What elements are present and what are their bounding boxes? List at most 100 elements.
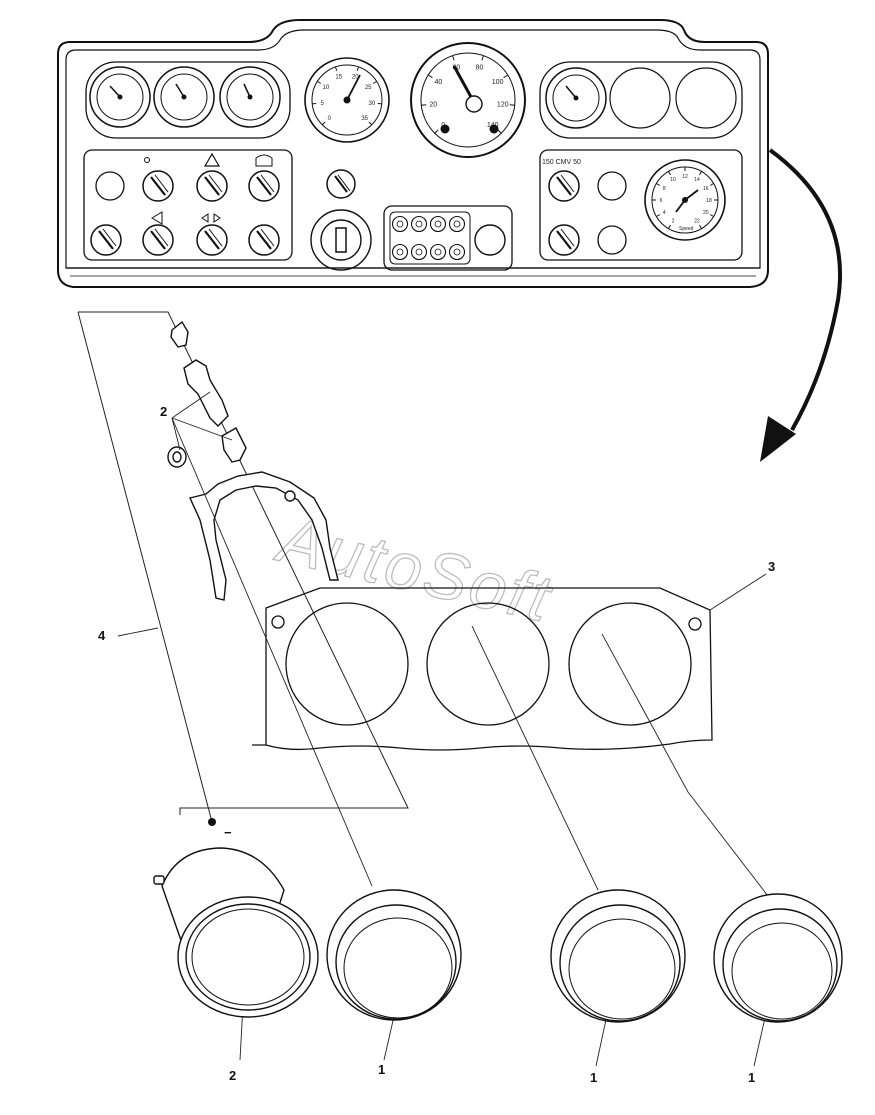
dial-tick <box>709 214 714 217</box>
dial-tick <box>503 74 509 79</box>
blank-switch-slot <box>95 171 125 201</box>
tachometer-face <box>311 64 383 136</box>
dial-tick-label: 80 <box>476 64 484 71</box>
dial-tick-label: 40 <box>434 79 442 86</box>
rocker-switch-fog <box>90 224 122 256</box>
small-gauges-cluster-right <box>539 61 743 139</box>
warning-lamp-symbol-icon <box>453 248 461 256</box>
rocker-switch-beacon <box>248 170 280 202</box>
warning-lamp-symbol-icon <box>434 220 442 228</box>
bulb-socket <box>183 359 229 427</box>
warning-lamp-symbol-icon <box>415 220 423 228</box>
dial-tick-label: 5 <box>320 101 324 107</box>
speedometer-face <box>420 52 516 148</box>
dial-tick <box>334 66 338 71</box>
callout-2-top: 2 <box>160 404 167 419</box>
gauge-volts <box>89 66 151 128</box>
dial-tick-label: 10 <box>670 177 676 183</box>
dial-tick <box>509 104 515 106</box>
tachometer-bezel <box>304 57 390 143</box>
centre-controls <box>310 169 513 271</box>
plate-mount-hole-left <box>271 615 285 629</box>
gauge-fuel <box>545 67 607 129</box>
ground-mark: − <box>224 825 232 840</box>
dial-tick-label: 16 <box>703 186 709 192</box>
dial-tick-label: 2 <box>672 219 675 225</box>
engine-speed-label: Speed <box>679 226 694 232</box>
instrument-panel <box>57 19 769 288</box>
harness-lead-to-terminal <box>77 311 213 823</box>
speedometer-warning-lamp-left <box>440 124 450 134</box>
speedometer-warning-lamp-right <box>489 124 499 134</box>
dial-tick-label: 4 <box>663 210 666 216</box>
dial-tick-label: 35 <box>361 116 368 122</box>
warning-lamp <box>448 243 466 261</box>
warning-lamp-symbol-icon <box>415 248 423 256</box>
warning-lamp-symbol-icon <box>396 248 404 256</box>
right-gauges-housing <box>539 61 743 139</box>
plate-gauge-cutout-1 <box>285 602 409 726</box>
dial-tick-label: 120 <box>497 101 509 108</box>
plate-mount-hole-right <box>688 617 702 631</box>
warning-lamp-symbol-icon <box>396 220 404 228</box>
bulb <box>221 427 247 463</box>
rocker-switch-indicators <box>196 224 228 256</box>
callout-1-b: 1 <box>590 1070 597 1085</box>
dial-tick-label: 20 <box>703 210 709 216</box>
small-gauges-housing <box>85 61 291 139</box>
gauge-part-2-housed <box>153 847 319 1018</box>
hazard-symbol-icon <box>203 152 221 167</box>
lock-nut <box>167 446 187 468</box>
wiring-harness-outline <box>77 311 409 823</box>
panel-outer-frame <box>57 19 769 288</box>
gauge-retaining-bracket <box>189 471 339 601</box>
dial-tick <box>321 121 326 126</box>
gauge-part-1-b <box>550 889 686 1023</box>
blank-gauge-slot-2 <box>675 67 737 129</box>
callout-3: 3 <box>768 559 775 574</box>
warning-lamps <box>391 215 466 261</box>
callout-2-bottom: 2 <box>229 1068 236 1083</box>
cmv-label: 150 CMV 50 <box>542 159 581 166</box>
dial-tick <box>372 80 377 84</box>
dial-tick <box>709 183 714 186</box>
blank-switch-slot <box>597 171 627 201</box>
beacon-symbol-icon <box>255 154 273 167</box>
warning-lamp <box>429 215 447 233</box>
indicator-arrows-icon <box>201 213 221 223</box>
gauge-mounting-plate <box>252 587 713 751</box>
warning-lamp-block <box>383 205 513 271</box>
rocker-switches-right <box>548 170 627 256</box>
warning-lamp <box>410 243 428 261</box>
dial-tick-label: 12 <box>682 174 688 180</box>
rocker-switches-left <box>90 152 280 256</box>
dial-tick <box>668 224 671 229</box>
bulb-holder-assembly <box>167 320 339 601</box>
gauge-part-1-a <box>326 889 462 1021</box>
dial-tick <box>699 224 702 229</box>
dial-tick <box>356 66 360 71</box>
rocker-switch-pto <box>548 224 580 256</box>
blank-switch-slot <box>597 225 627 255</box>
dial-tick <box>699 171 702 176</box>
dial-tick-label: 8 <box>663 186 666 192</box>
gauge-housing-stud <box>153 875 165 885</box>
dial-tick-label: 6 <box>660 198 663 204</box>
plate-gauge-cutout-2 <box>426 602 550 726</box>
tachometer-needle <box>346 74 361 101</box>
lamp-switch <box>326 169 356 199</box>
small-gauges-cluster-left <box>85 61 291 139</box>
assembly-arrow <box>760 148 843 462</box>
plate-outline <box>252 587 713 751</box>
dial-tick-label: 10 <box>322 85 329 91</box>
dial-tick-label: 100 <box>492 79 504 86</box>
callout-1-a: 1 <box>378 1062 385 1077</box>
dial-tick-label: 18 <box>706 198 712 204</box>
assembly-arrow-head <box>760 416 796 462</box>
rocker-switch-cmv <box>548 170 580 202</box>
dial-tick <box>317 80 322 84</box>
